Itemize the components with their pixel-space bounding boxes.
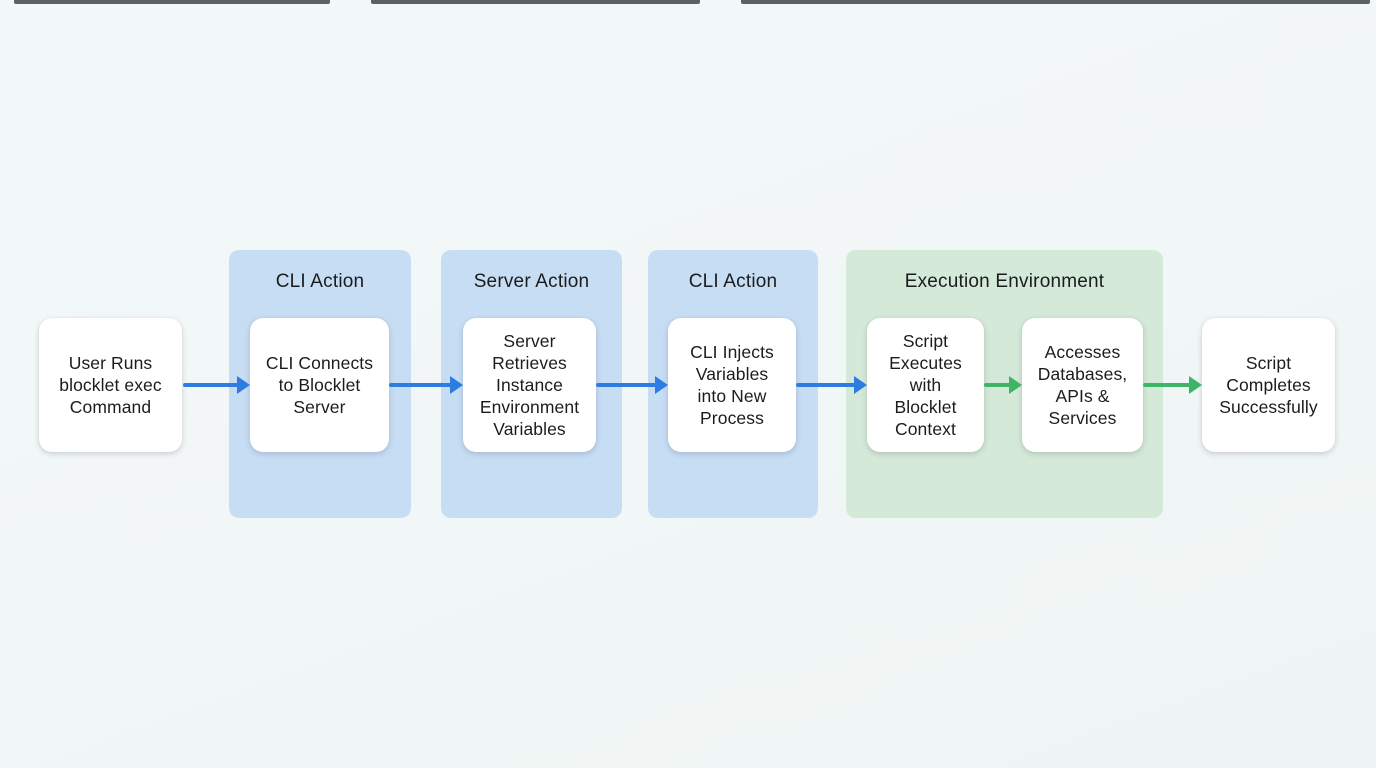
arrow-head-icon [450, 376, 463, 394]
node-label: CLI Connects to Blocklet Server [265, 353, 374, 417]
top-edge-artifact [371, 0, 700, 4]
node-label: Script Completes Successfully [1219, 353, 1318, 417]
node-script-executes: Script Executes with Blocklet Context [867, 318, 984, 452]
arrow-5-icon [984, 375, 1022, 395]
node-label: Server Retrieves Instance Environment Va… [479, 331, 580, 439]
arrow-head-icon [1189, 376, 1202, 394]
node-label: User Runs blocklet exec Command [59, 353, 162, 417]
arrow-6-icon [1143, 375, 1202, 395]
group-title: CLI Action [275, 271, 365, 292]
group-title: Execution Environment [904, 271, 1105, 292]
arrow-shaft [796, 382, 856, 388]
arrow-head-icon [854, 376, 867, 394]
arrow-shaft [389, 382, 452, 388]
node-label: Script Executes with Blocklet Context [889, 331, 962, 439]
node-user-runs-command: User Runs blocklet exec Command [39, 318, 182, 452]
top-edge-artifact [741, 0, 1370, 4]
group-title: CLI Action [688, 271, 778, 292]
node-label: Accesses Databases, APIs & Services [1037, 342, 1128, 428]
arrow-head-icon [1009, 376, 1022, 394]
node-server-retrieves-vars: Server Retrieves Instance Environment Va… [463, 318, 596, 452]
arrow-3-icon [596, 375, 668, 395]
arrow-shaft [984, 382, 1011, 388]
node-accesses-services: Accesses Databases, APIs & Services [1022, 318, 1143, 452]
top-edge-artifact [14, 0, 330, 4]
group-title: Server Action [473, 271, 590, 292]
arrow-shaft [596, 382, 657, 388]
arrow-2-icon [389, 375, 463, 395]
node-label: CLI Injects Variables into New Process [690, 342, 774, 428]
arrow-head-icon [237, 376, 250, 394]
node-cli-connects-server: CLI Connects to Blocklet Server [250, 318, 389, 452]
arrow-shaft [183, 382, 239, 388]
arrow-shaft [1143, 382, 1191, 388]
node-script-completes: Script Completes Successfully [1202, 318, 1335, 452]
arrow-1-icon [183, 375, 250, 395]
node-cli-injects-vars: CLI Injects Variables into New Process [668, 318, 796, 452]
arrow-4-icon [796, 375, 867, 395]
arrow-head-icon [655, 376, 668, 394]
